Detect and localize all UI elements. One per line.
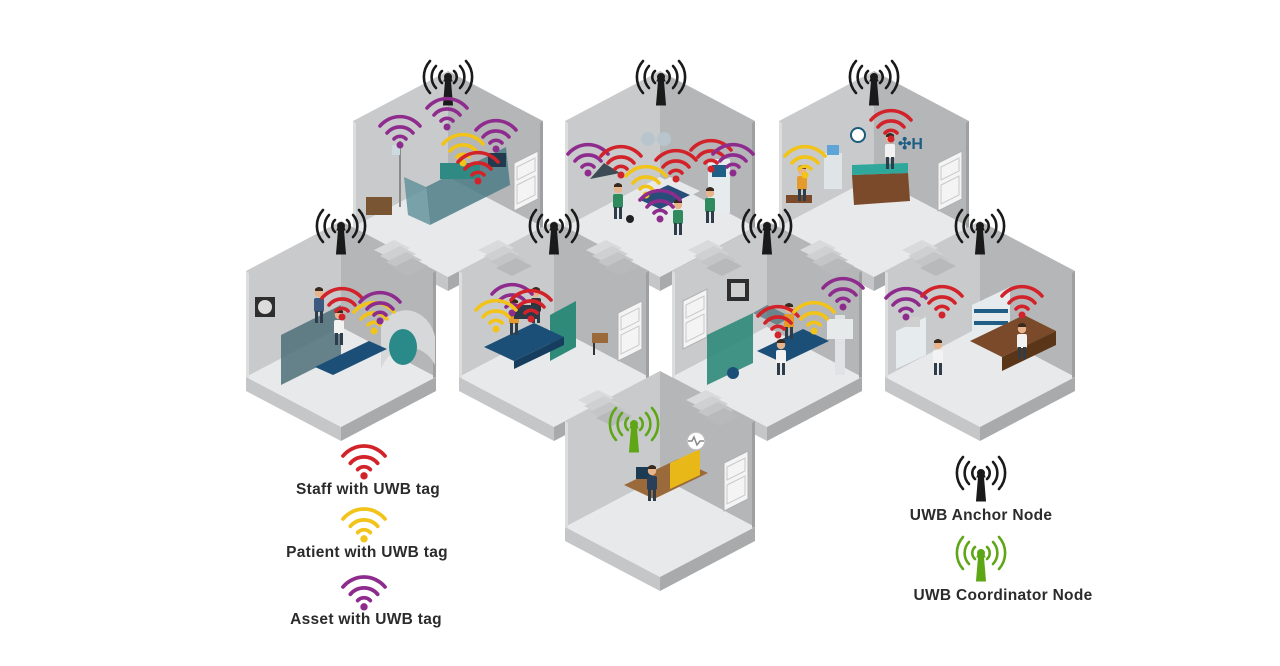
room-radiology <box>672 221 862 441</box>
room-laboratory <box>885 221 1075 441</box>
legend-patient-label: Patient with UWB tag <box>286 544 448 561</box>
legend-asset-label: Asset with UWB tag <box>290 611 442 628</box>
legend-anchor-label: UWB Anchor Node <box>909 507 1053 524</box>
patient-tag-legend-icon <box>341 507 387 544</box>
svg-text:✣H: ✣H <box>898 136 923 153</box>
anchor-node-legend-icon <box>955 455 1007 503</box>
legend-staff-label: Staff with UWB tag <box>295 481 441 498</box>
room-reception: ✣H <box>779 71 969 291</box>
room-control-office <box>565 371 755 591</box>
asset-tag-legend-icon <box>341 575 387 612</box>
room-examination <box>459 221 649 441</box>
coordinator-node-legend-icon <box>955 535 1007 583</box>
legend-coordinator-label: UWB Coordinator Node <box>913 587 1093 604</box>
staff-tag-legend-icon <box>341 444 387 481</box>
room-operating-theatre <box>565 71 755 291</box>
room-mri <box>246 221 436 441</box>
